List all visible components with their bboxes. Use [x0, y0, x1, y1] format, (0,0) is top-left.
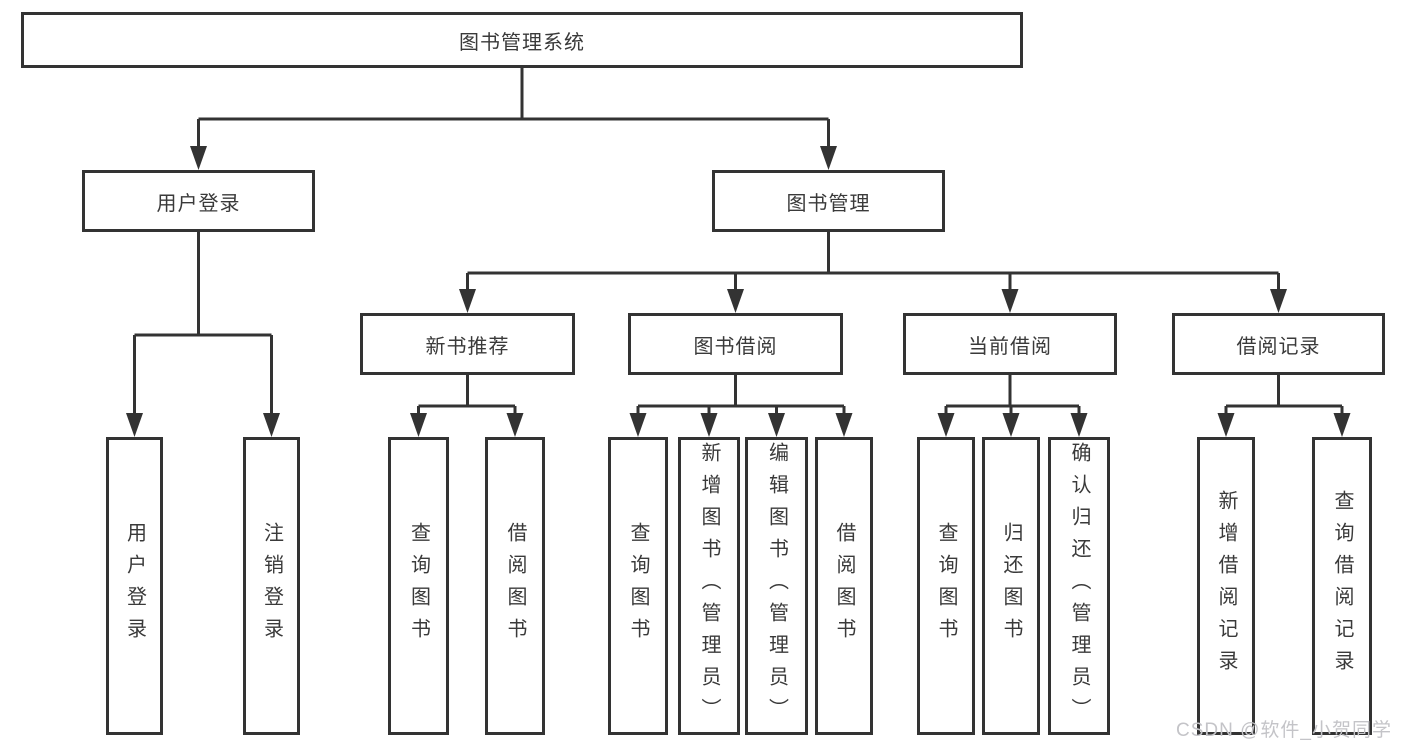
- node-label-book-management: 图书管理: [786, 192, 871, 215]
- node-leaf-confirm-return-admin: 确认归还（管理员）: [1048, 437, 1110, 735]
- node-leaf-query-books-3: 查询图书: [917, 437, 975, 735]
- node-leaf-query-books-2: 查询图书: [608, 437, 668, 735]
- node-leaf-borrow-books-2: 借阅图书: [815, 437, 873, 735]
- node-book-borrowing: 图书借阅: [628, 313, 843, 375]
- arrowhead-icon: [937, 413, 955, 437]
- connector-path: [133, 68, 1344, 419]
- node-leaf-add-books-admin: 新增图书（管理员）: [678, 437, 740, 735]
- node-label-leaf-query-books-2: 查询图书: [627, 522, 649, 650]
- node-label-book-borrowing: 图书借阅: [693, 335, 778, 358]
- arrowhead-icon: [700, 413, 718, 437]
- node-label-leaf-add-borrow-record: 新增借阅记录: [1215, 490, 1237, 682]
- arrowhead-icon: [1070, 413, 1088, 437]
- node-label-leaf-confirm-return-admin: 确认归还（管理员）: [1068, 442, 1090, 730]
- node-label-user-login: 用户登录: [156, 192, 241, 215]
- arrowhead-icon: [835, 413, 853, 437]
- arrowhead-icon: [126, 413, 143, 437]
- node-label-current-borrowing: 当前借阅: [968, 335, 1052, 358]
- node-leaf-add-borrow-record: 新增借阅记录: [1197, 437, 1255, 735]
- arrowhead-icon: [1270, 289, 1287, 313]
- arrowhead-icon: [1001, 289, 1019, 313]
- node-label-leaf-query-borrow-record: 查询借阅记录: [1331, 490, 1353, 682]
- node-leaf-query-books-1: 查询图书: [388, 437, 449, 735]
- node-new-book-recommend: 新书推荐: [360, 313, 575, 375]
- node-leaf-query-borrow-record: 查询借阅记录: [1312, 437, 1372, 735]
- node-root: 图书管理系统: [21, 12, 1023, 68]
- node-label-leaf-query-books-3: 查询图书: [935, 522, 957, 650]
- node-leaf-logout: 注销登录: [243, 437, 300, 735]
- node-leaf-edit-books-admin: 编辑图书（管理员）: [745, 437, 808, 735]
- node-label-leaf-logout: 注销登录: [260, 522, 283, 650]
- node-label-leaf-return-books: 归还图书: [1000, 522, 1022, 650]
- node-leaf-user-login: 用户登录: [106, 437, 163, 735]
- node-label-leaf-add-books-admin: 新增图书（管理员）: [698, 442, 720, 730]
- arrowhead-icon: [629, 413, 647, 437]
- node-label-leaf-borrow-books-1: 借阅图书: [504, 522, 526, 650]
- node-label-leaf-user-login: 用户登录: [123, 522, 146, 650]
- node-label-leaf-borrow-books-2: 借阅图书: [833, 522, 855, 650]
- node-leaf-borrow-books-1: 借阅图书: [485, 437, 545, 735]
- arrowhead-icon: [1217, 413, 1235, 437]
- node-label-root: 图书管理系统: [459, 31, 585, 54]
- arrowhead-icon: [459, 289, 476, 313]
- arrowhead-icon: [190, 146, 207, 170]
- arrowhead-icon: [820, 146, 837, 170]
- arrowhead-icon: [1333, 413, 1351, 437]
- node-label-new-book-recommend: 新书推荐: [425, 335, 510, 358]
- arrowhead-icon: [506, 413, 524, 437]
- arrowhead-icon: [1002, 413, 1020, 437]
- arrowhead-icon: [263, 413, 280, 437]
- node-borrowing-records: 借阅记录: [1172, 313, 1385, 375]
- arrowhead-icon: [727, 289, 744, 313]
- arrowhead-icon: [410, 413, 427, 437]
- node-book-management: 图书管理: [712, 170, 945, 232]
- node-label-borrowing-records: 借阅记录: [1236, 335, 1321, 358]
- node-user-login: 用户登录: [82, 170, 315, 232]
- arrowhead-icon: [768, 413, 785, 437]
- node-label-leaf-query-books-1: 查询图书: [407, 522, 430, 650]
- node-leaf-return-books: 归还图书: [982, 437, 1040, 735]
- node-label-leaf-edit-books-admin: 编辑图书（管理员）: [765, 442, 788, 730]
- node-current-borrowing: 当前借阅: [903, 313, 1117, 375]
- watermark: CSDN @软件_小贺同学: [1176, 720, 1392, 741]
